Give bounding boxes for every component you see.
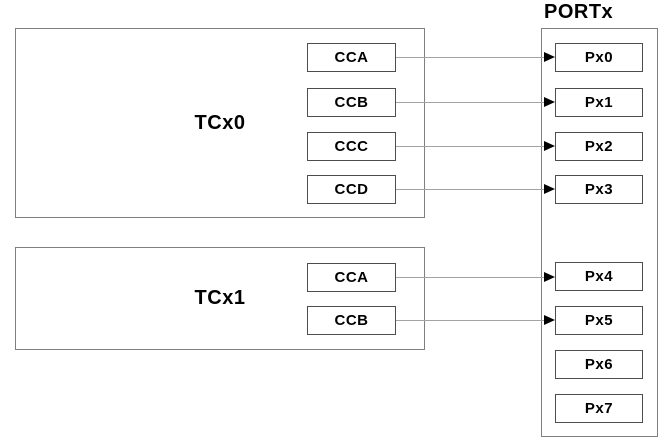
arrowhead-tcx0-cca-px0-icon xyxy=(544,52,555,62)
channel-box-tcx0-cca: CCA xyxy=(307,43,396,72)
arrowhead-tcx0-ccb-px1-icon xyxy=(544,97,555,107)
block-tcx1-label: TCx1 xyxy=(194,287,246,309)
pin-box-px5: Px5 xyxy=(555,306,643,335)
channel-box-tcx1-ccb: CCB xyxy=(307,306,396,335)
pin-box-px7: Px7 xyxy=(555,394,643,423)
arrowhead-tcx1-cca-px4-icon xyxy=(544,272,555,282)
channel-box-tcx0-ccb: CCB xyxy=(307,88,396,117)
arrowhead-tcx0-ccd-px3-icon xyxy=(544,184,555,194)
wire-tcx0-ccc-px2 xyxy=(396,146,544,147)
pin-box-px3: Px3 xyxy=(555,175,643,204)
port-title: PORTx xyxy=(544,1,614,23)
arrowhead-tcx1-ccb-px5-icon xyxy=(544,315,555,325)
wire-tcx0-cca-px0 xyxy=(396,57,544,58)
pin-box-px4: Px4 xyxy=(555,262,643,291)
wire-tcx1-ccb-px5 xyxy=(396,320,544,321)
channel-box-tcx0-ccc: CCC xyxy=(307,132,396,161)
wire-tcx1-cca-px4 xyxy=(396,277,544,278)
wire-tcx0-ccb-px1 xyxy=(396,102,544,103)
pin-box-px0: Px0 xyxy=(555,43,643,72)
pin-box-px2: Px2 xyxy=(555,132,643,161)
wire-tcx0-ccd-px3 xyxy=(396,189,544,190)
block-tcx0-label: TCx0 xyxy=(194,111,246,134)
pin-box-px6: Px6 xyxy=(555,350,643,379)
pin-box-px1: Px1 xyxy=(555,88,643,117)
channel-box-tcx0-ccd: CCD xyxy=(307,175,396,204)
channel-box-tcx1-cca: CCA xyxy=(307,263,396,292)
arrowhead-tcx0-ccc-px2-icon xyxy=(544,141,555,151)
